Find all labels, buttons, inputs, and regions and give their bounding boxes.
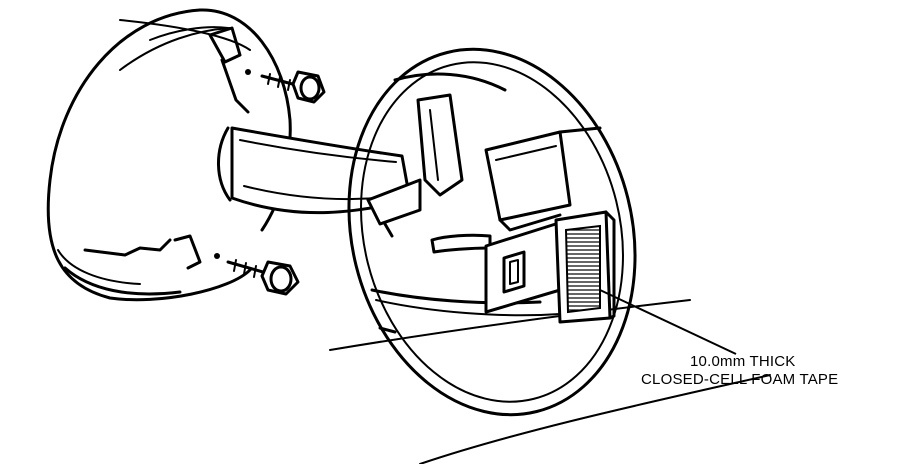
screw-hole-upper-icon [245,69,251,75]
screw-upper-icon [260,70,326,104]
callout-leader-line [599,289,737,355]
callout-label-thickness: 10.0mm THICK [690,353,796,370]
body-panel-lines [119,19,771,464]
screw-hole-lower-icon [214,253,220,259]
fuel-door-housing [347,47,637,417]
hinge-arm [217,126,422,238]
foam-tape-pad [554,210,616,324]
callout-label-material: CLOSED-CELL FOAM TAPE [641,371,839,388]
screw-lower-icon [226,259,300,296]
fuel-filler-door [46,8,292,302]
